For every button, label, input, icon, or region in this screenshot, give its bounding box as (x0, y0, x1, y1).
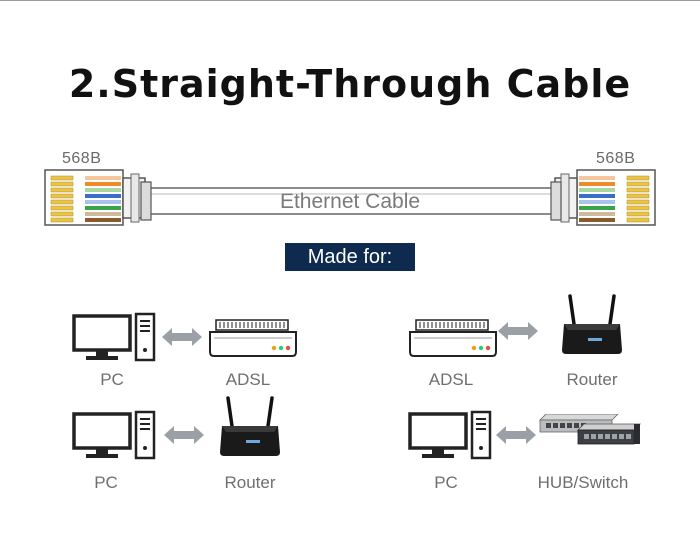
top-divider (0, 0, 700, 1)
pc-icon (72, 312, 156, 362)
adsl-modem-icon (209, 319, 297, 357)
pair-4-right-label: HUB/Switch (537, 473, 629, 492)
right-rj45-connector-icon (554, 169, 656, 226)
pc-icon (408, 410, 492, 460)
adsl-modem-icon (409, 319, 497, 357)
pair-2-left-label: ADSL (428, 370, 474, 389)
ethernet-cable-diagram (44, 169, 656, 226)
double-arrow-icon (164, 426, 204, 444)
pair-1-left-label: PC (100, 370, 124, 389)
pair-4-left-label: PC (434, 473, 458, 492)
cable-label: Ethernet Cable (279, 190, 421, 213)
double-arrow-icon (496, 426, 536, 444)
made-for-badge: Made for: (285, 243, 415, 271)
pair-3-left-label: PC (94, 473, 118, 492)
router-icon (562, 294, 622, 354)
left-rj45-connector-icon (44, 169, 146, 226)
pair-1-right-label: ADSL (225, 370, 271, 389)
router-icon (220, 396, 280, 456)
double-arrow-icon (162, 328, 202, 346)
pair-2-right-label: Router (566, 370, 618, 389)
left-standard-label: 568B (62, 150, 102, 167)
pc-icon (72, 410, 156, 460)
pair-3-right-label: Router (224, 473, 276, 492)
page-title: 2.Straight-Through Cable (68, 62, 632, 106)
double-arrow-icon (498, 322, 538, 340)
right-standard-label: 568B (596, 150, 636, 167)
switch-icon (539, 414, 641, 445)
